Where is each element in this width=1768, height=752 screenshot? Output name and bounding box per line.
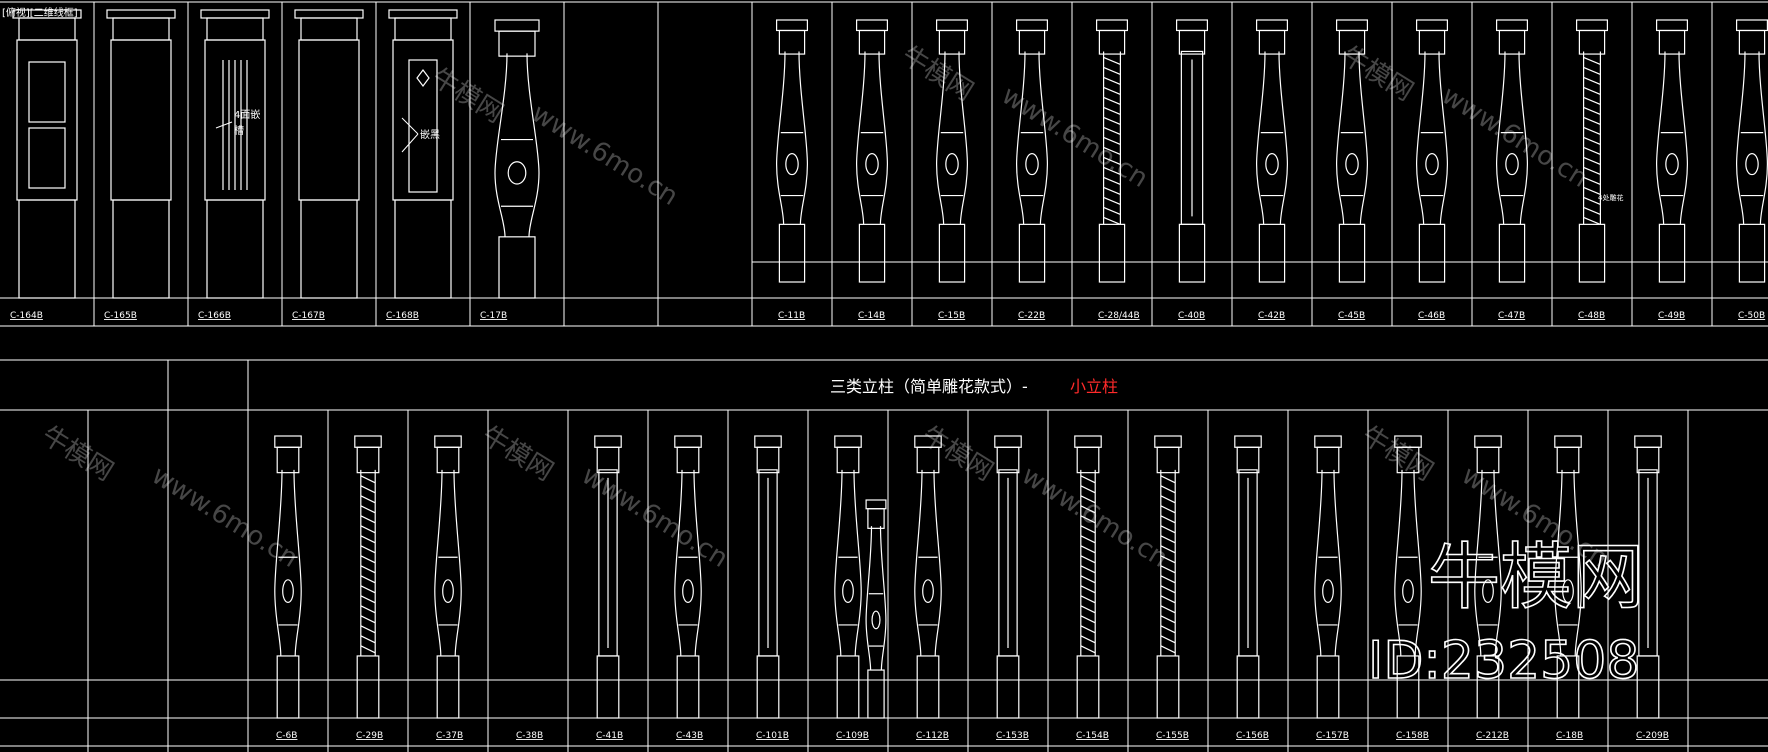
post-code-label: C-15B [938, 311, 965, 321]
post-code-label: C-48B [1578, 311, 1605, 321]
annotation-inlay-black: 嵌黑 [420, 129, 440, 141]
post-drawing [1175, 19, 1208, 283]
post-code-label: C-168B [386, 311, 419, 321]
post-code-label: C-11B [778, 311, 805, 321]
post-drawing [1735, 19, 1768, 283]
post-code-label: C-164B [10, 311, 43, 321]
newel-post [106, 9, 176, 299]
newel-post [200, 9, 270, 299]
post-code-label: C-49B [1658, 311, 1685, 321]
post-code-label: C-28/44B [1098, 311, 1140, 321]
watermark-group: 牛模网 www.6mo.cn 牛模网 www.6mo.cn 牛模网 www.6m… [36, 40, 1613, 573]
watermark-logo: 牛模网 [1428, 535, 1644, 619]
post-drawing [1335, 19, 1369, 283]
post-code-label: C-47B [1498, 311, 1525, 321]
post-code-label: C-6B [276, 731, 297, 741]
post-code-label: C-50B [1738, 311, 1765, 321]
post-drawing [1474, 435, 1502, 719]
post-drawing [754, 435, 782, 719]
watermark-brand: 牛模网 [1336, 40, 1418, 107]
post-drawing [594, 435, 622, 719]
post-drawing [994, 435, 1022, 719]
post-drawing [1234, 435, 1262, 719]
post-code-label: C-40B [1178, 311, 1205, 321]
post-code-label: C-45B [1338, 311, 1365, 321]
post-code-label: C-41B [596, 731, 623, 741]
bottom-post-group: C-6B C-29B C-37B C-38B C-41B C-43B C-101B C-109… [274, 410, 1689, 752]
post-drawing [865, 499, 887, 719]
watermark-url: www.6mo.cn [526, 98, 683, 211]
watermark-url: www.6mo.cn [1436, 80, 1593, 193]
post-code-label: C-212B [1476, 731, 1509, 741]
annotation-4-carvings: 4处雕花 [1598, 193, 1623, 202]
watermark-url: www.6mo.cn [996, 80, 1153, 193]
post-drawing [1255, 19, 1289, 283]
post-drawing [1634, 435, 1662, 719]
post-drawing [1554, 435, 1582, 719]
post-drawing [1575, 19, 1608, 283]
newel-post [12, 9, 82, 299]
post-code-label: C-42B [1258, 311, 1285, 321]
top-right-post-group: C-11B C-14B C-15B C-22B C-28/44B C-40B C-42B C-… [775, 2, 1768, 326]
post-drawing [494, 19, 540, 299]
post-code-label: C-38B [516, 731, 543, 741]
annotation-4-sides-groove-2: 槽 [234, 124, 244, 137]
section-title: 三类立柱（简单雕花款式）- [830, 377, 1028, 396]
post-code-label: C-37B [436, 731, 463, 741]
post-code-label: C-14B [858, 311, 885, 321]
post-drawing [1314, 435, 1342, 719]
post-code-label: C-22B [1018, 311, 1045, 321]
post-drawing [674, 435, 702, 719]
watermark-brand: 牛模网 [36, 420, 118, 487]
post-drawing [1095, 19, 1128, 283]
post-drawing [1415, 19, 1449, 283]
post-code-label: C-157B [1316, 731, 1349, 741]
post-code-label: C-166B [198, 311, 231, 321]
watermark-brand: 牛模网 [896, 40, 978, 107]
post-code-label: C-165B [104, 311, 137, 321]
post-drawing [1154, 435, 1182, 719]
watermark-brand: 牛模网 [476, 420, 558, 487]
post-code-label: C-43B [676, 731, 703, 741]
post-drawing [1074, 435, 1102, 719]
post-drawing [434, 435, 462, 719]
post-code-label: C-209B [1636, 731, 1669, 741]
top-right-frame [752, 1, 1768, 327]
newel-post [388, 9, 458, 299]
top-left-post-group: C-164B C-165B C-166B C-167B C-168B C-17B [10, 2, 659, 326]
post-drawing [354, 435, 382, 719]
post-code-label: C-167B [292, 311, 325, 321]
post-drawing [834, 435, 862, 719]
post-drawing [1394, 435, 1422, 719]
newel-post [294, 9, 364, 299]
post-code-label: C-112B [916, 731, 949, 741]
post-code-label: C-101B [756, 731, 789, 741]
post-code-label: C-109B [836, 731, 869, 741]
post-code-label: C-156B [1236, 731, 1269, 741]
section-title-highlight: 小立柱 [1070, 377, 1118, 396]
viewport-tab-label[interactable]: [俯视][二维线框] [2, 6, 78, 19]
watermark-brand: 牛模网 [426, 62, 508, 129]
watermark-url: www.6mo.cn [576, 460, 733, 573]
post-drawing [914, 435, 942, 719]
post-code-label: C-155B [1156, 731, 1189, 741]
post-code-label: C-29B [356, 731, 383, 741]
post-drawing [1495, 19, 1529, 283]
post-code-label: C-158B [1396, 731, 1429, 741]
post-drawing [935, 19, 969, 283]
post-drawing [1015, 19, 1049, 283]
post-code-label: C-154B [1076, 731, 1109, 741]
post-code-label: C-17B [480, 311, 507, 321]
post-drawing [855, 19, 889, 283]
post-drawing [1655, 19, 1689, 283]
post-drawing [274, 435, 302, 719]
watermark-brand: 牛模网 [1356, 420, 1438, 487]
post-code-label: C-18B [1556, 731, 1583, 741]
post-code-label: C-153B [996, 731, 1029, 741]
watermark-brand: 牛模网 [916, 420, 998, 487]
post-code-label: C-46B [1418, 311, 1445, 321]
post-drawing [775, 19, 809, 283]
watermark-id: ID:232508 [1368, 631, 1639, 691]
